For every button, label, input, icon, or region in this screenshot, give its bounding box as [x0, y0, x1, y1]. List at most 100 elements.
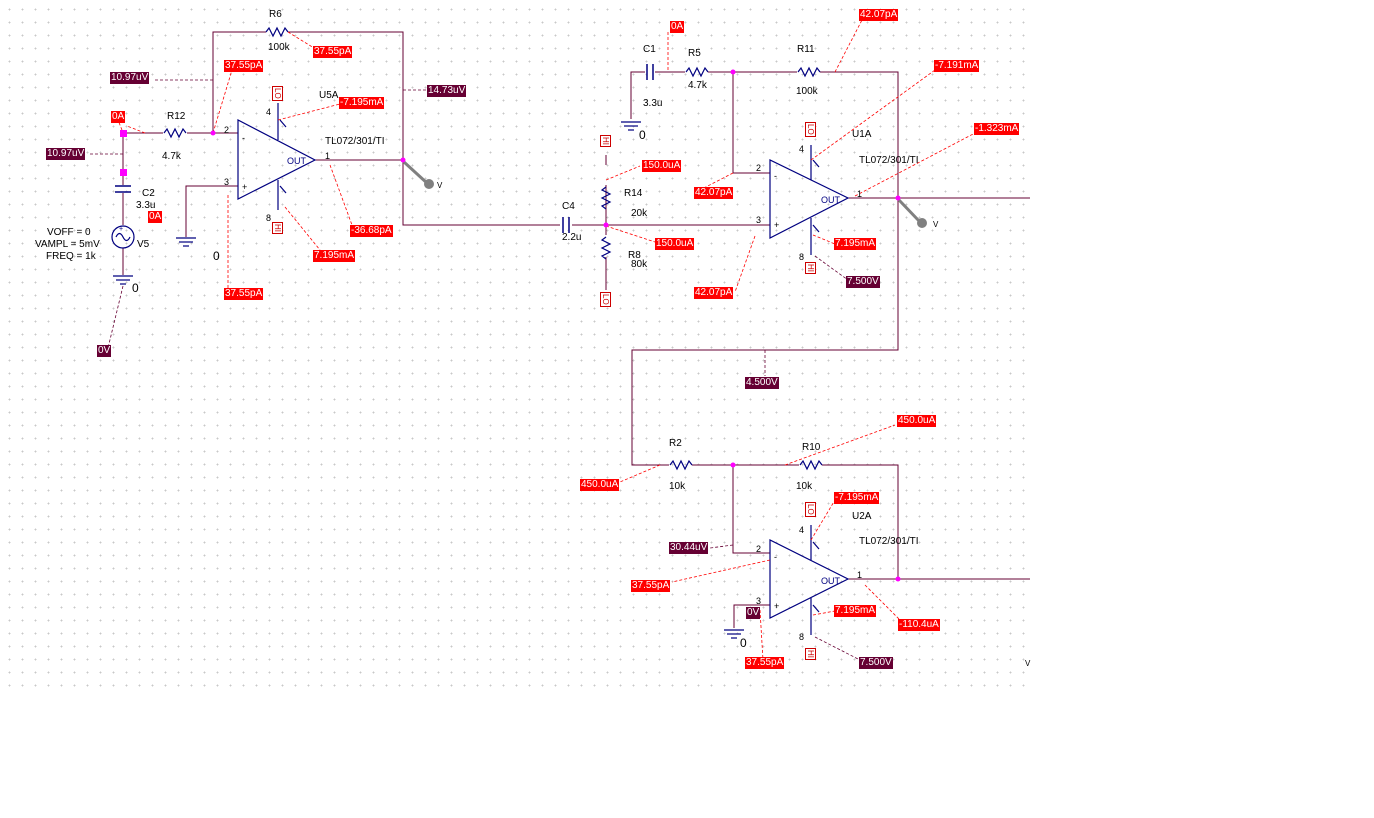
- voff-label: VOFF = 0: [47, 227, 91, 238]
- u1a-pin1: 1: [857, 189, 863, 199]
- u2a-dashes: [619, 424, 901, 661]
- probe-tag-u2a-vcc[interactable]: 7.500V: [859, 657, 893, 669]
- ground-label-b: 0: [213, 249, 220, 263]
- probe-tag-u5a-out-i[interactable]: -36.68pA: [350, 225, 393, 237]
- u5a-hi-source: HI: [272, 222, 283, 234]
- u1a-out-label: OUT: [821, 195, 840, 205]
- probe-tag-c1[interactable]: 0A: [670, 21, 685, 33]
- u1a-dashes: [605, 19, 976, 293]
- c1-capacitor[interactable]: [646, 64, 654, 80]
- r12-resistor[interactable]: [163, 128, 187, 138]
- r8-lo-source: LO: [600, 292, 611, 307]
- c4-capacitor[interactable]: [562, 217, 570, 233]
- u2a-label: U2A: [852, 511, 872, 522]
- probe-tag-u2a-pin2[interactable]: 37.55pA: [631, 580, 671, 592]
- u1a-plus: +: [774, 220, 780, 230]
- r10-label: R10: [802, 442, 821, 453]
- probe-tag-r8[interactable]: 150.0uA: [655, 238, 695, 250]
- u5a-label: U5A: [319, 90, 339, 101]
- probe-u2a-label: V: [1025, 659, 1031, 668]
- probe-tag-u2a-vpos[interactable]: 7.195mA: [834, 605, 877, 617]
- r5-label: R5: [688, 48, 701, 59]
- r8-resistor[interactable]: [601, 236, 611, 260]
- probe-tag-r11[interactable]: 42.07pA: [859, 9, 899, 21]
- probe-tag-u2a-in[interactable]: 30.44uV: [669, 542, 709, 554]
- r11-resistor[interactable]: [797, 67, 821, 77]
- u1a-pin2: 2: [756, 163, 762, 173]
- r11-label: R11: [797, 44, 815, 55]
- r6-resistor[interactable]: [265, 27, 289, 37]
- probe-tag-u1a-pin3[interactable]: 42.07pA: [694, 287, 734, 299]
- stage1-wires: [122, 31, 560, 275]
- r12-value: 4.7k: [162, 151, 181, 162]
- u1a-opamp[interactable]: [769, 145, 850, 255]
- r8-value: 80k: [631, 259, 648, 270]
- u2a-pin8: 8: [799, 632, 805, 642]
- probe-tag-u1a-vpos[interactable]: 7.195mA: [834, 238, 877, 250]
- probe-tag-r2[interactable]: 450.0uA: [580, 479, 620, 491]
- probe-tag-u5a-pin2[interactable]: 37.55pA: [224, 60, 264, 72]
- r2-value: 10k: [669, 481, 686, 492]
- probe-tag-u2a-pin3[interactable]: 0V: [746, 607, 761, 619]
- probe-tag-u1a-out-i[interactable]: -1.323mA: [974, 123, 1020, 135]
- u5a-opamp[interactable]: [237, 103, 317, 210]
- probe-tag-u1a-vcc[interactable]: 7.500V: [846, 276, 880, 288]
- probe-tag-u1a-pin2[interactable]: 42.07pA: [694, 187, 734, 199]
- freq-label: FREQ = 1k: [46, 251, 96, 262]
- u1a-pin3: 3: [756, 215, 762, 225]
- probe-tag-u5a-vpos[interactable]: 7.195mA: [313, 250, 356, 262]
- probe-u5a[interactable]: [402, 160, 434, 189]
- u2a-pin1: 1: [857, 570, 863, 580]
- u2a-part: TL072/301/TI: [859, 536, 919, 547]
- probe-tag-u5a-pin3[interactable]: 37.55pA: [224, 288, 264, 300]
- ground-label-c: 0: [639, 128, 646, 142]
- r2-label: R2: [669, 438, 682, 449]
- r2-resistor[interactable]: [669, 460, 693, 470]
- u2a-opamp[interactable]: [769, 525, 850, 635]
- c4-label: C4: [562, 201, 575, 212]
- r10-value: 10k: [796, 481, 813, 492]
- u5a-pin8: 8: [266, 213, 272, 223]
- u1a-hi-source: HI: [805, 262, 816, 274]
- probe-u1a-label: V: [933, 220, 939, 229]
- r12-label: R12: [167, 111, 186, 122]
- r10-resistor[interactable]: [799, 460, 823, 470]
- probe-tag-gnd[interactable]: 0V: [97, 345, 112, 357]
- probe-tag-src-top[interactable]: 0A: [111, 111, 126, 123]
- probe-tag-u2a-pin3-i[interactable]: 37.55pA: [745, 657, 785, 669]
- probe-tag-node-left[interactable]: 10.97uV: [110, 72, 150, 84]
- u5a-plus: +: [242, 182, 248, 192]
- u2a-out-label: OUT: [821, 576, 840, 586]
- probe-tag-u1a-vneg[interactable]: -7.191mA: [934, 60, 980, 72]
- u1a-lo-source: LO: [805, 122, 816, 137]
- c2-capacitor[interactable]: [115, 185, 131, 193]
- probe-u1a[interactable]: [897, 198, 927, 228]
- probe-tag-u5a-vneg[interactable]: -7.195mA: [339, 97, 385, 109]
- svg-text:+: +: [119, 226, 123, 233]
- c1-value: 3.3u: [643, 98, 663, 109]
- probe-tag-u2a-vneg[interactable]: -7.195mA: [834, 492, 880, 504]
- v5-sine-source[interactable]: +: [111, 225, 135, 249]
- r11-value: 100k: [796, 86, 818, 97]
- probe-tag-bias[interactable]: 4.500V: [745, 377, 779, 389]
- u2a-dashes-dark: [709, 544, 861, 661]
- probe-tag-c2[interactable]: 0A: [148, 211, 163, 223]
- probe-tag-r14[interactable]: 150.0uA: [642, 160, 682, 172]
- probe-tag-r10[interactable]: 450.0uA: [897, 415, 937, 427]
- ground-symbols: [113, 121, 744, 639]
- ground-label-a: 0: [132, 281, 139, 295]
- probe-tag-u2a-out-i[interactable]: -110.4uA: [898, 619, 940, 631]
- u5a-dashes-dark: [88, 79, 430, 349]
- probe-tag-u5a-out-v[interactable]: 14.73uV: [427, 85, 467, 97]
- u2a-pin4: 4: [799, 525, 805, 535]
- u1a-part: TL072/301/TI: [859, 155, 919, 166]
- c2-value: 3.3u: [136, 200, 156, 211]
- probe-tag-src-node[interactable]: 10.97uV: [46, 148, 86, 160]
- probe-tag-r6[interactable]: 37.55pA: [313, 46, 353, 58]
- v5-label: V5: [137, 239, 150, 250]
- u5a-pin3: 3: [224, 177, 230, 187]
- r5-resistor[interactable]: [685, 67, 709, 77]
- u1a-minus: -: [774, 171, 777, 181]
- u1a-pin8: 8: [799, 252, 805, 262]
